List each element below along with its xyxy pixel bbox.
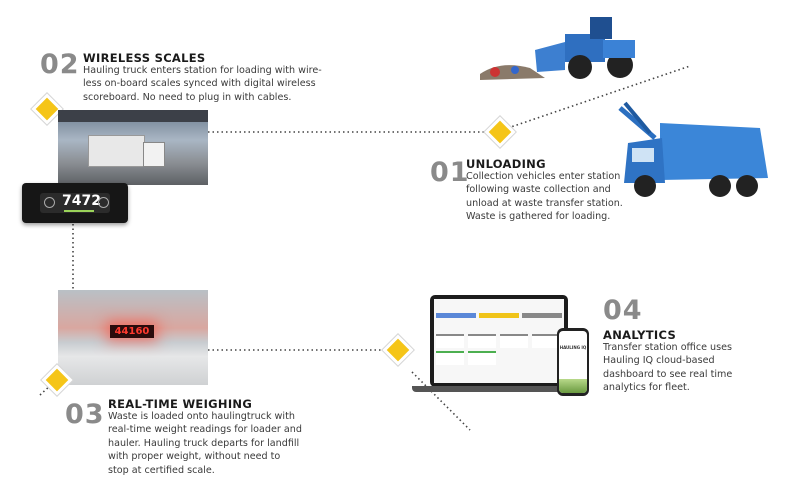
step-title: UNLOADING [466, 157, 546, 171]
step-title: ANALYTICS [603, 328, 677, 342]
step-description: Waste is loaded onto haulingtruck with r… [108, 411, 302, 476]
wireless-scoreboard: 7472 [22, 183, 128, 223]
step-description: Transfer station office uses Hauling IQ … [603, 342, 733, 394]
laptop-dashboard [430, 295, 568, 387]
step-title: REAL-TIME WEIGHING [108, 397, 253, 411]
warehouse-photo [58, 110, 208, 185]
step-number: 02 [40, 49, 80, 80]
step-number: 03 [65, 399, 105, 430]
truck-cab [143, 142, 165, 167]
step-description: Hauling truck enters station for loading… [83, 65, 322, 103]
garbage-truck-image [618, 101, 768, 197]
step-number: 04 [603, 295, 643, 326]
step-title: WIRELESS SCALES [83, 51, 206, 65]
trailer [88, 135, 145, 167]
scoreboard-reading: 7472 [62, 193, 101, 209]
scale-icon [44, 197, 55, 208]
realtime-display-photo: 44160 [58, 290, 208, 385]
app-logo: HAULING IQ [559, 345, 587, 350]
step-description: Collection vehicles enter station follow… [466, 171, 623, 223]
settings-icon [98, 197, 109, 208]
wheel-loader-image [480, 17, 635, 80]
phone-app: HAULING IQ [557, 328, 589, 396]
led-weight-display: 44160 [110, 325, 154, 338]
step-number: 01 [430, 157, 470, 188]
